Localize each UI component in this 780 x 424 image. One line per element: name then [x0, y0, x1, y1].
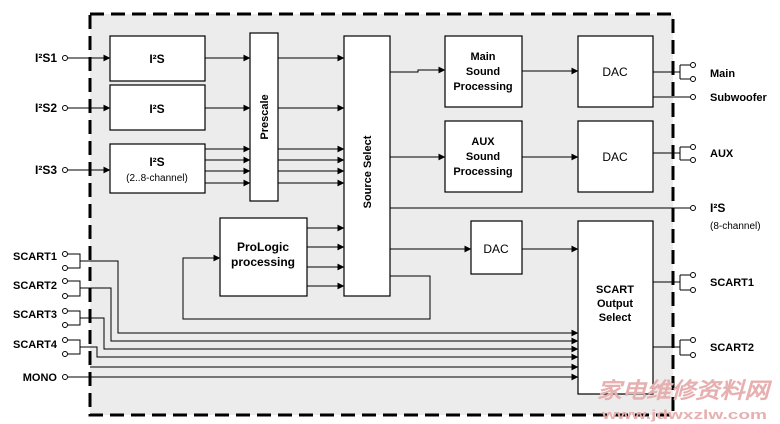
- aux-processing-line-3: Processing: [453, 166, 512, 178]
- aux-processing-line-1: AUX: [471, 136, 495, 148]
- i2s-input-block-2-label: I²S: [149, 102, 164, 116]
- i2s-input-block-3-label: I²S: [149, 155, 164, 169]
- prologic-label-line-1: ProLogic: [237, 240, 289, 254]
- dac-aux-label: DAC: [602, 150, 628, 164]
- main-processing-line-3: Processing: [453, 81, 512, 93]
- scart-output-line-1: SCART: [596, 284, 634, 296]
- aux-processing-line-2: Sound: [466, 151, 500, 163]
- source-select-label: Source Select: [362, 135, 374, 208]
- watermark-url: www.jdwxzlw.com: [601, 407, 767, 422]
- input-label-mono: MONO: [23, 372, 58, 384]
- watermark-chinese: 家电维修资料网: [597, 378, 772, 404]
- dac-scart-label: DAC: [483, 242, 509, 256]
- dac-main-label: DAC: [602, 65, 628, 79]
- input-label-i2s3: I²S3: [35, 163, 57, 177]
- input-label-scart3: SCART3: [13, 309, 57, 321]
- output-label-scart2: SCART2: [710, 342, 754, 354]
- output-label-main: Main: [710, 68, 735, 80]
- terminals: [62, 55, 696, 380]
- input-label-i2s1: I²S1: [35, 51, 57, 65]
- prologic-block: ProLogic processing: [219, 217, 308, 297]
- main-processing-line-1: Main: [470, 51, 495, 63]
- prescale-label: Prescale: [259, 94, 271, 139]
- output-label-i2s: I²S: [710, 201, 725, 215]
- output-label-scart1: SCART1: [710, 277, 754, 289]
- scart-output-line-2: Output: [597, 298, 633, 310]
- output-label-subwoofer: Subwoofer: [710, 92, 768, 104]
- dac-block-aux: DAC: [577, 120, 654, 193]
- i2s-input-block-1: I²S: [109, 35, 206, 82]
- aux-sound-processing-block: AUX Sound Processing: [444, 120, 523, 193]
- scart-output-select-block: SCART Output Select: [577, 220, 654, 395]
- main-processing-line-2: Sound: [466, 66, 500, 78]
- i2s-input-block-2: I²S: [109, 84, 206, 131]
- dac-block-main: DAC: [577, 35, 654, 108]
- input-label-scart4: SCART4: [13, 339, 58, 351]
- dac-block-scart: DAC: [470, 220, 523, 275]
- i2s-input-block-3: I²S (2..8-channel): [109, 143, 206, 194]
- scart-output-line-3: Select: [599, 312, 632, 324]
- i2s-input-block-3-sublabel: (2..8-channel): [126, 173, 188, 184]
- signal-wires: [68, 54, 690, 381]
- i2s-input-block-1-label: I²S: [149, 52, 164, 66]
- input-label-scart1: SCART1: [13, 251, 57, 263]
- main-sound-processing-block: Main Sound Processing: [444, 35, 523, 108]
- output-label-i2s-sub: (8-channel): [710, 221, 761, 232]
- source-select-block: Source Select: [343, 35, 391, 297]
- output-label-aux: AUX: [710, 148, 734, 160]
- input-label-scart2: SCART2: [13, 280, 57, 292]
- prescale-block: Prescale: [249, 32, 279, 202]
- input-label-i2s2: I²S2: [35, 101, 57, 115]
- prologic-label-line-2: processing: [231, 255, 295, 269]
